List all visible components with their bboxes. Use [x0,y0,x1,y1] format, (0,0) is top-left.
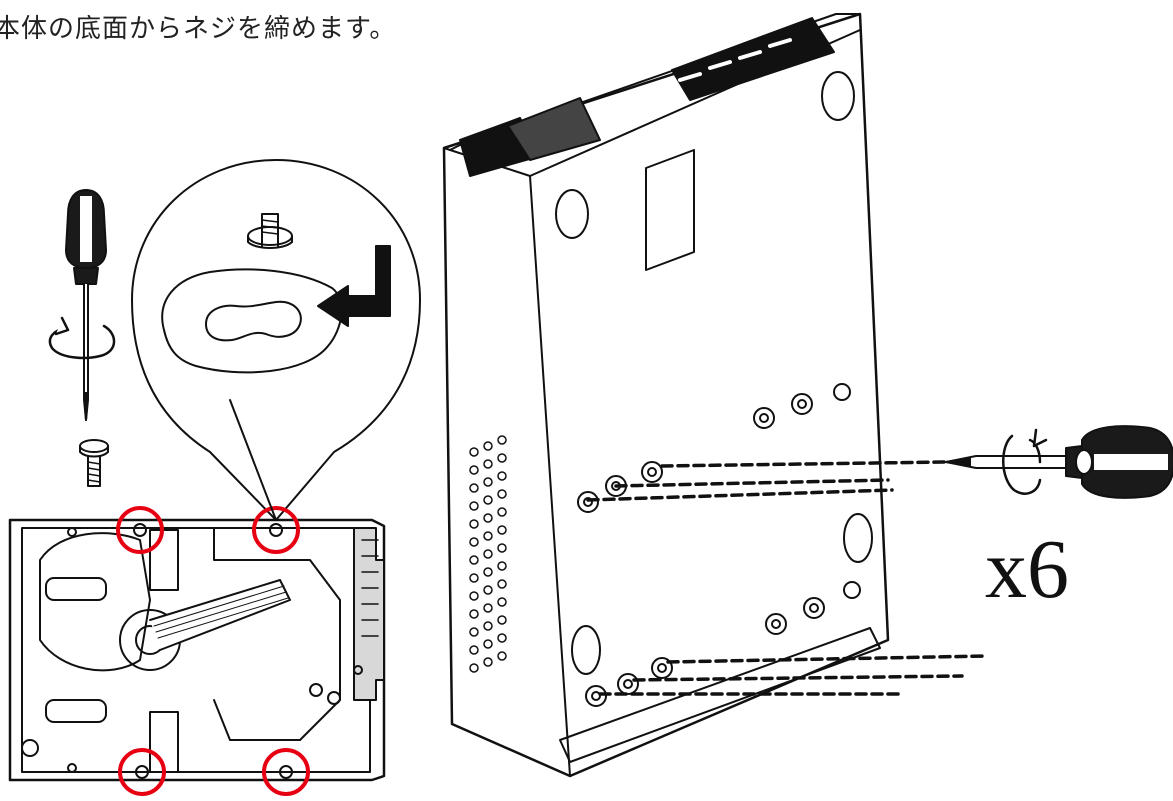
instruction-caption: 本体の底面からネジを締めます。 [0,14,397,44]
left-screwdriver-icon [65,189,107,421]
ventilation-grille [469,435,507,673]
screw-count-label: x6 [985,523,1069,616]
enclosure-screw-hole [577,383,861,707]
drive-screw-hole [133,523,293,779]
callout-pointer [229,399,277,521]
magnified-screw-icon [247,213,293,249]
right-screwdriver-icon [945,425,1173,499]
rotate-arrow-icon [1002,428,1048,495]
screw-alignment-guide [586,460,988,696]
hard-disk-drive [8,518,386,782]
loose-screw-icon [79,439,109,487]
mounting-screw-hole-marker [116,506,310,796]
nvr-enclosure [442,12,890,778]
rotate-arrow-icon [48,316,116,360]
insert-arrow-icon [317,245,391,327]
